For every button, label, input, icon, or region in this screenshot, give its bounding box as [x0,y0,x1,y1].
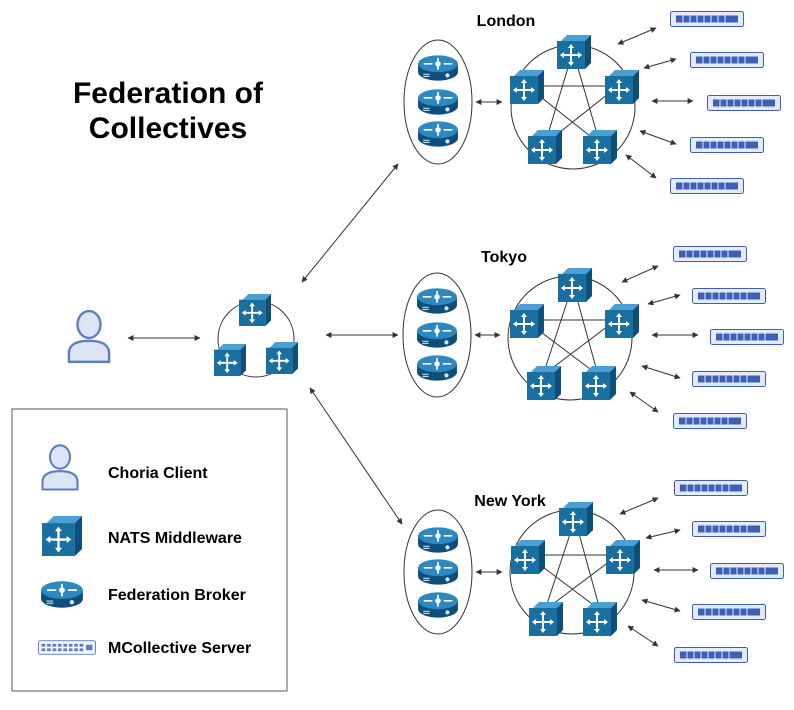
switch-icon [606,540,640,574]
mesh-star [523,283,618,377]
server-icon [690,137,764,153]
server-link-arrow [617,27,657,45]
server-icon [692,604,766,620]
broker-group [403,509,473,635]
legend-label-mcollective-server: MCollective Server [108,640,251,657]
switch-icon [557,35,591,69]
switch-icon [582,366,616,400]
legend-label-nats-middleware: NATS Middleware [108,530,242,547]
server-icon [673,246,747,262]
cluster-name-new-york: New York [474,493,546,510]
broker-group [403,39,473,165]
server-link-arrow [627,625,659,647]
server-icon [707,95,781,111]
switch-icon [583,130,617,164]
router-icon [417,120,459,148]
mesh-star [525,518,620,612]
router-icon [416,287,458,315]
mesh-star [525,50,620,146]
server-link-arrow [625,154,657,179]
server-link-arrow [621,265,659,283]
router-icon [417,591,459,619]
cluster-name-london: London [477,13,536,30]
switch-icon [558,268,592,302]
switch-icon [266,342,298,374]
switch-icon [605,70,639,104]
server-icon [38,640,96,655]
link-arrow-new-york [309,387,403,525]
router-icon [416,354,458,382]
cluster-london: London [403,11,781,194]
server-icon [692,521,766,537]
choria-client-icon [67,309,111,364]
server-link-arrow [629,391,659,413]
server-icon [690,52,764,68]
switch-icon [605,304,639,338]
router-icon [417,526,459,554]
server-icon [692,288,766,304]
router-icon [417,54,459,82]
legend-label-federation-broker: Federation Broker [108,587,246,604]
router-icon [416,321,458,349]
switch-icon [529,602,563,636]
router-icon [417,88,459,116]
server-icon [692,371,766,387]
switch-icon [510,304,544,338]
server-icon [710,329,784,345]
server-link-arrow [647,293,681,306]
switch-icon [214,344,246,376]
switch-icon [583,602,617,636]
legend: Choria Client NATS Middleware Federation… [11,408,288,692]
server-icon [670,178,744,194]
server-link-arrow [641,364,681,380]
switch-icon [42,516,82,556]
switch-icon [528,130,562,164]
broker-group [402,272,472,398]
server-icon [710,563,784,579]
cluster-name-tokyo: Tokyo [481,249,527,266]
switch-icon [239,294,271,326]
server-icon [670,11,744,27]
switch-icon [510,70,544,104]
router-icon [40,580,84,609]
server-link-arrow [619,497,659,515]
cluster-tokyo: Tokyo [402,246,784,429]
central-nats-cluster [214,294,298,378]
switch-icon [511,540,545,574]
server-link-arrow [643,57,677,70]
server-link-arrow [641,598,681,613]
title-line-2: Collectives [89,112,247,145]
title-line-1: Federation of [73,77,264,110]
server-link-arrow [639,130,677,145]
server-icon [674,647,748,663]
router-icon [417,558,459,586]
server-icon [674,480,748,496]
legend-label-choria-client: Choria Client [108,465,208,482]
switch-icon [527,366,561,400]
server-icon [673,413,747,429]
link-arrow-london [301,163,399,283]
server-link-arrow [645,528,681,540]
cluster-new-york: New York [403,480,784,663]
switch-icon [559,502,593,536]
